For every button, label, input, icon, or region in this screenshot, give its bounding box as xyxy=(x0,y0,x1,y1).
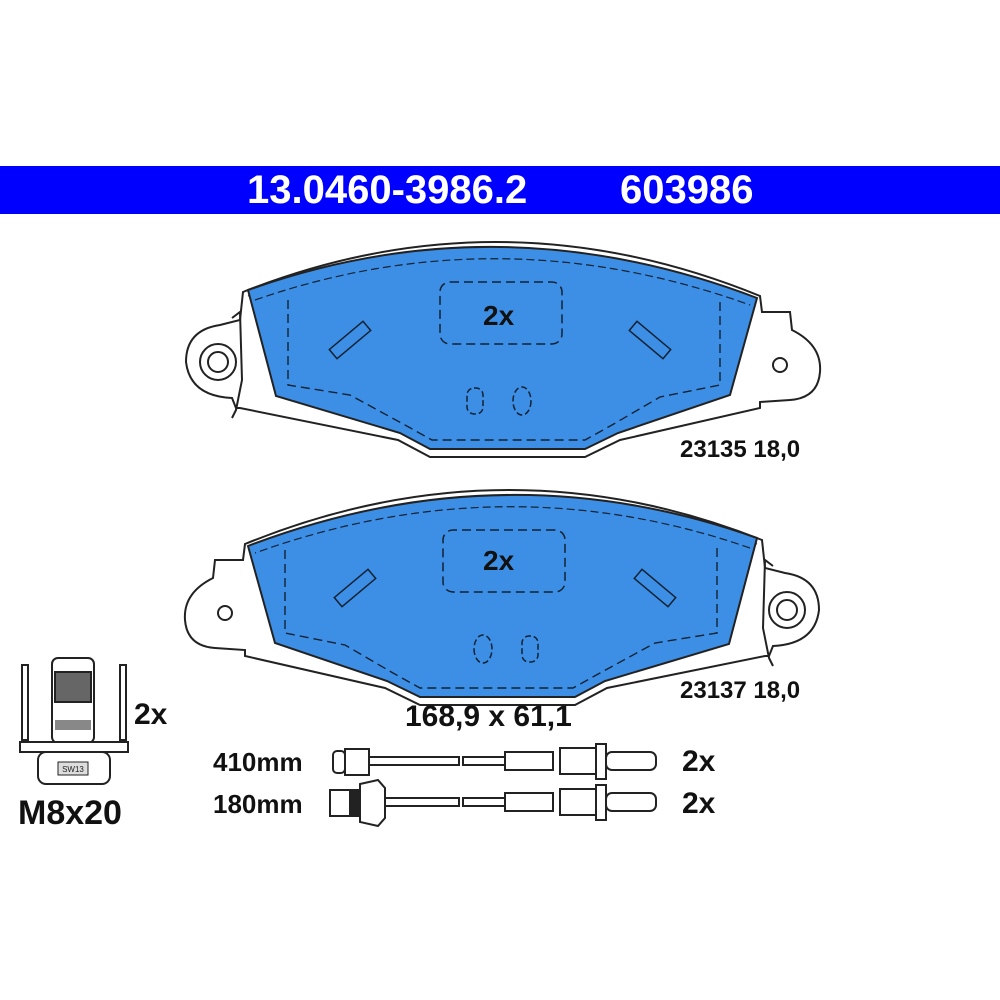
bolt-drawing: SW13 xyxy=(19,657,129,785)
sensor-1-length: 410mm xyxy=(213,747,303,777)
wrench-size: SW13 xyxy=(62,765,84,774)
part-number: 13.0460-3986.2 xyxy=(247,168,528,212)
sensor-2-length: 180mm xyxy=(213,789,303,819)
pad-1-quantity: 2x xyxy=(483,300,515,331)
ref-number: 603986 xyxy=(620,168,754,212)
sensor-1-quantity: 2x xyxy=(682,745,716,778)
pad-dimensions: 168,9 x 61,1 xyxy=(405,700,572,733)
pad-2-quantity: 2x xyxy=(483,545,515,576)
pad-2-code: 23137 18,0 xyxy=(680,677,801,704)
brake-pad-2 xyxy=(183,488,820,706)
brake-pad-1 xyxy=(185,240,822,458)
pad-1-code: 23135 18,0 xyxy=(680,436,801,463)
wear-sensor-180 xyxy=(329,778,657,828)
bolt-quantity: 2x xyxy=(134,698,168,731)
wear-sensor-410 xyxy=(332,743,657,780)
bolt-size: M8x20 xyxy=(18,794,122,832)
header-banner: 13.0460-3986.2 603986 xyxy=(0,166,1000,214)
sensor-2-quantity: 2x xyxy=(682,787,716,820)
